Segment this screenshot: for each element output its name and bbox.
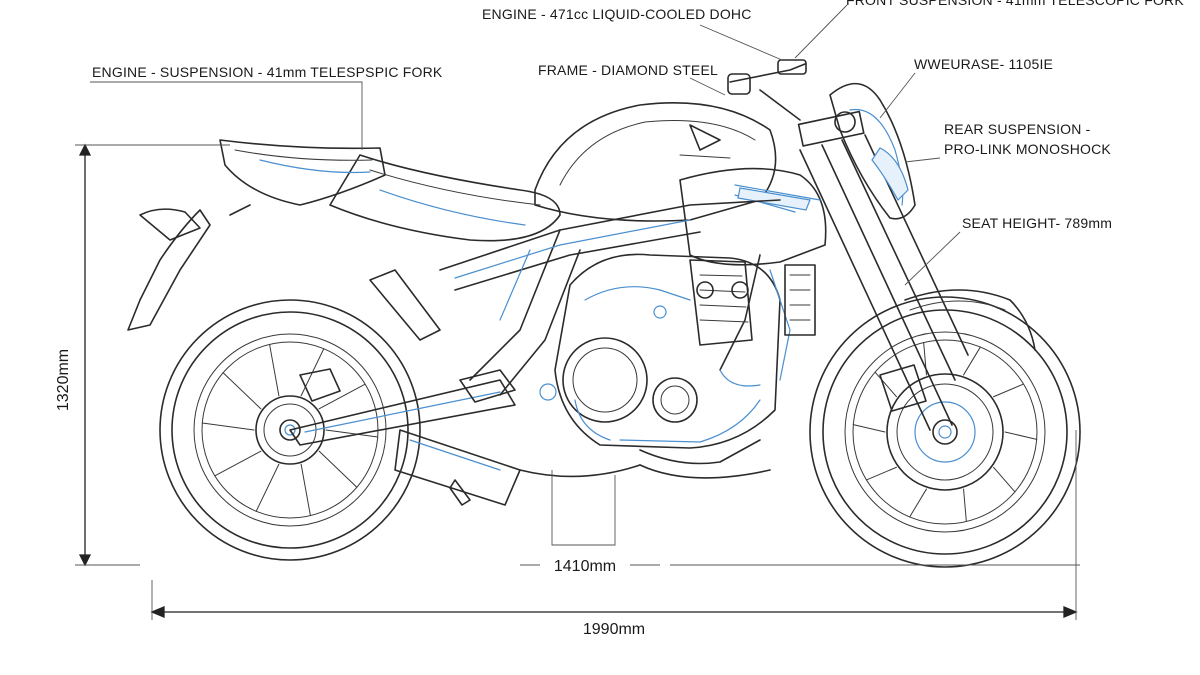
wheelbase-label: WWEURASE- 1105IE: [914, 56, 1053, 72]
wheel-spoke: [852, 424, 886, 433]
wheel-spoke: [963, 346, 981, 376]
wheelbase-dimension-label: 1410mm: [554, 558, 616, 575]
leader-lines: [90, 4, 961, 546]
exhaust: [394, 429, 771, 506]
wheel-spoke: [874, 371, 897, 398]
front-wheel: [809, 289, 1081, 568]
swingarm: [289, 269, 516, 446]
passenger-peg-bracket: [369, 269, 441, 341]
frame: [439, 199, 781, 396]
rear-suspension-label-line1: REAR SUSPENSION -: [944, 121, 1091, 137]
wheel-spoke: [318, 383, 366, 410]
rear-caliper: [299, 368, 341, 402]
engine-label: ENGINE - 471cc LIQUID-COOLED DOHC: [482, 6, 752, 22]
dimension-lines: [75, 143, 1080, 620]
height-dimension-label: 1320mm: [55, 349, 72, 411]
muffler: [394, 429, 521, 506]
wheel-spoke: [909, 488, 927, 518]
rear-brake-disc: [255, 395, 325, 465]
wheel-spoke: [865, 466, 897, 481]
wheel-spoke: [993, 383, 1025, 398]
wheel-spoke: [993, 466, 1016, 493]
front-caliper: [879, 364, 927, 412]
radiator: [784, 264, 816, 336]
cylinder-head: [689, 259, 753, 346]
tank-shroud: [679, 167, 827, 266]
wheel-spoke: [269, 343, 280, 397]
tail-light: [139, 208, 201, 241]
clutch-cover: [562, 337, 648, 423]
wheel-spoke: [318, 450, 358, 488]
tail-section: [127, 139, 386, 331]
wheel-spoke: [214, 450, 262, 477]
wheel-spoke: [222, 372, 262, 410]
front-fender: [904, 289, 1036, 351]
seat-height-label: SEAT HEIGHT- 789mm: [962, 215, 1112, 231]
turn-signal: [834, 111, 856, 133]
rear-suspension-label-line2: PRO-LINK MONOSHOCK: [944, 141, 1111, 157]
headlight-cowl: [829, 82, 916, 220]
frame-label: FRAME - DIAMOND STEEL: [538, 62, 718, 78]
fuel-tank: [534, 102, 777, 222]
tank-logo: [689, 124, 721, 151]
wheel-spoke: [1004, 431, 1038, 440]
front-suspension-label: FRONT SUSPENSION - 41mm TELESCOPIC FORK: [846, 0, 1184, 8]
wheel-spoke: [963, 488, 967, 522]
seat: [329, 154, 561, 242]
rear-hugger: [127, 209, 211, 331]
engine: [539, 253, 816, 449]
front-brake-disc: [886, 373, 1004, 491]
wheel-spoke: [201, 422, 255, 431]
foot-peg: [459, 369, 516, 403]
handlebars: [727, 59, 807, 121]
wheel-spoke: [325, 429, 379, 438]
wheel-spoke: [255, 463, 280, 512]
engine-suspension-label: ENGINE - SUSPENSION - 41mm TELESPSPIC FO…: [92, 64, 443, 80]
wheel-spoke: [300, 463, 311, 517]
brake-reservoir: [777, 59, 807, 75]
length-dimension-label: 1990mm: [583, 621, 645, 638]
